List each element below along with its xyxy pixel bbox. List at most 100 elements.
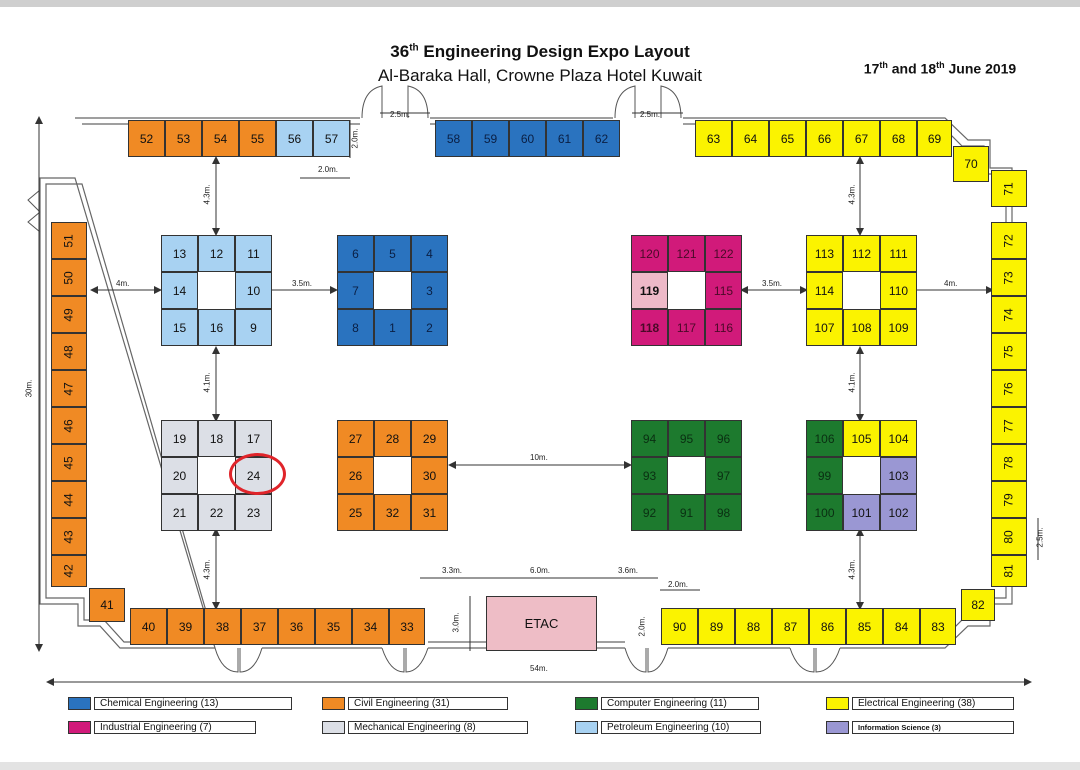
booth-60[interactable]: 60 (509, 120, 546, 157)
booth-32[interactable]: 32 (374, 494, 411, 531)
booth-10[interactable]: 10 (235, 272, 272, 309)
booth-9[interactable]: 9 (235, 309, 272, 346)
booth-107[interactable]: 107 (806, 309, 843, 346)
booth-25[interactable]: 25 (337, 494, 374, 531)
booth-122[interactable]: 122 (705, 235, 742, 272)
booth-92[interactable]: 92 (631, 494, 668, 531)
booth-118[interactable]: 118 (631, 309, 668, 346)
booth-81[interactable]: 81 (991, 555, 1027, 587)
booth-4[interactable]: 4 (411, 235, 448, 272)
booth-78[interactable]: 78 (991, 444, 1027, 481)
booth-5[interactable]: 5 (374, 235, 411, 272)
booth-38[interactable]: 38 (204, 608, 241, 645)
booth-21[interactable]: 21 (161, 494, 198, 531)
booth-111[interactable]: 111 (880, 235, 917, 272)
booth-40[interactable]: 40 (130, 608, 167, 645)
booth-67[interactable]: 67 (843, 120, 880, 157)
booth-52[interactable]: 52 (128, 120, 165, 157)
booth-42[interactable]: 42 (51, 555, 87, 587)
booth-79[interactable]: 79 (991, 481, 1027, 518)
booth-39[interactable]: 39 (167, 608, 204, 645)
booth-43[interactable]: 43 (51, 518, 87, 555)
booth-61[interactable]: 61 (546, 120, 583, 157)
booth-47[interactable]: 47 (51, 370, 87, 407)
booth-104[interactable]: 104 (880, 420, 917, 457)
booth-89[interactable]: 89 (698, 608, 735, 645)
booth-33[interactable]: 33 (389, 608, 425, 645)
booth-70[interactable]: 70 (953, 146, 989, 182)
booth-71[interactable]: 71 (991, 170, 1027, 207)
booth-98[interactable]: 98 (705, 494, 742, 531)
booth-36[interactable]: 36 (278, 608, 315, 645)
booth-30[interactable]: 30 (411, 457, 448, 494)
booth-120[interactable]: 120 (631, 235, 668, 272)
booth-94[interactable]: 94 (631, 420, 668, 457)
booth-73[interactable]: 73 (991, 259, 1027, 296)
booth-45[interactable]: 45 (51, 444, 87, 481)
booth-48[interactable]: 48 (51, 333, 87, 370)
booth-93[interactable]: 93 (631, 457, 668, 494)
booth-105[interactable]: 105 (843, 420, 880, 457)
booth-27[interactable]: 27 (337, 420, 374, 457)
booth-64[interactable]: 64 (732, 120, 769, 157)
booth-15[interactable]: 15 (161, 309, 198, 346)
booth-1[interactable]: 1 (374, 309, 411, 346)
booth-46[interactable]: 46 (51, 407, 87, 444)
booth-75[interactable]: 75 (991, 333, 1027, 370)
booth-76[interactable]: 76 (991, 370, 1027, 407)
booth-37[interactable]: 37 (241, 608, 278, 645)
booth-72[interactable]: 72 (991, 222, 1027, 259)
booth-13[interactable]: 13 (161, 235, 198, 272)
booth-3[interactable]: 3 (411, 272, 448, 309)
booth-34[interactable]: 34 (352, 608, 389, 645)
booth-14[interactable]: 14 (161, 272, 198, 309)
booth-87[interactable]: 87 (772, 608, 809, 645)
booth-44[interactable]: 44 (51, 481, 87, 518)
booth-26[interactable]: 26 (337, 457, 374, 494)
booth-63[interactable]: 63 (695, 120, 732, 157)
booth-16[interactable]: 16 (198, 309, 235, 346)
booth-109[interactable]: 109 (880, 309, 917, 346)
booth-108[interactable]: 108 (843, 309, 880, 346)
booth-50[interactable]: 50 (51, 259, 87, 296)
booth-86[interactable]: 86 (809, 608, 846, 645)
booth-56[interactable]: 56 (276, 120, 313, 157)
booth-110[interactable]: 110 (880, 272, 917, 309)
booth-115[interactable]: 115 (705, 272, 742, 309)
booth-6[interactable]: 6 (337, 235, 374, 272)
booth-101[interactable]: 101 (843, 494, 880, 531)
booth-85[interactable]: 85 (846, 608, 883, 645)
booth-17[interactable]: 17 (235, 420, 272, 457)
booth-91[interactable]: 91 (668, 494, 705, 531)
booth-80[interactable]: 80 (991, 518, 1027, 555)
booth-82[interactable]: 82 (961, 589, 995, 621)
booth-62[interactable]: 62 (583, 120, 620, 157)
booth-57[interactable]: 57 (313, 120, 350, 157)
booth-66[interactable]: 66 (806, 120, 843, 157)
booth-20[interactable]: 20 (161, 457, 198, 494)
booth-35[interactable]: 35 (315, 608, 352, 645)
booth-112[interactable]: 112 (843, 235, 880, 272)
booth-53[interactable]: 53 (165, 120, 202, 157)
booth-96[interactable]: 96 (705, 420, 742, 457)
booth-7[interactable]: 7 (337, 272, 374, 309)
booth-22[interactable]: 22 (198, 494, 235, 531)
booth-11[interactable]: 11 (235, 235, 272, 272)
booth-19[interactable]: 19 (161, 420, 198, 457)
booth-68[interactable]: 68 (880, 120, 917, 157)
booth-55[interactable]: 55 (239, 120, 276, 157)
booth-88[interactable]: 88 (735, 608, 772, 645)
booth-23[interactable]: 23 (235, 494, 272, 531)
booth-2[interactable]: 2 (411, 309, 448, 346)
etac-area[interactable]: ETAC (486, 596, 597, 651)
booth-102[interactable]: 102 (880, 494, 917, 531)
booth-90[interactable]: 90 (661, 608, 698, 645)
booth-95[interactable]: 95 (668, 420, 705, 457)
booth-18[interactable]: 18 (198, 420, 235, 457)
booth-28[interactable]: 28 (374, 420, 411, 457)
booth-49[interactable]: 49 (51, 296, 87, 333)
booth-31[interactable]: 31 (411, 494, 448, 531)
booth-116[interactable]: 116 (705, 309, 742, 346)
booth-97[interactable]: 97 (705, 457, 742, 494)
booth-51[interactable]: 51 (51, 222, 87, 259)
